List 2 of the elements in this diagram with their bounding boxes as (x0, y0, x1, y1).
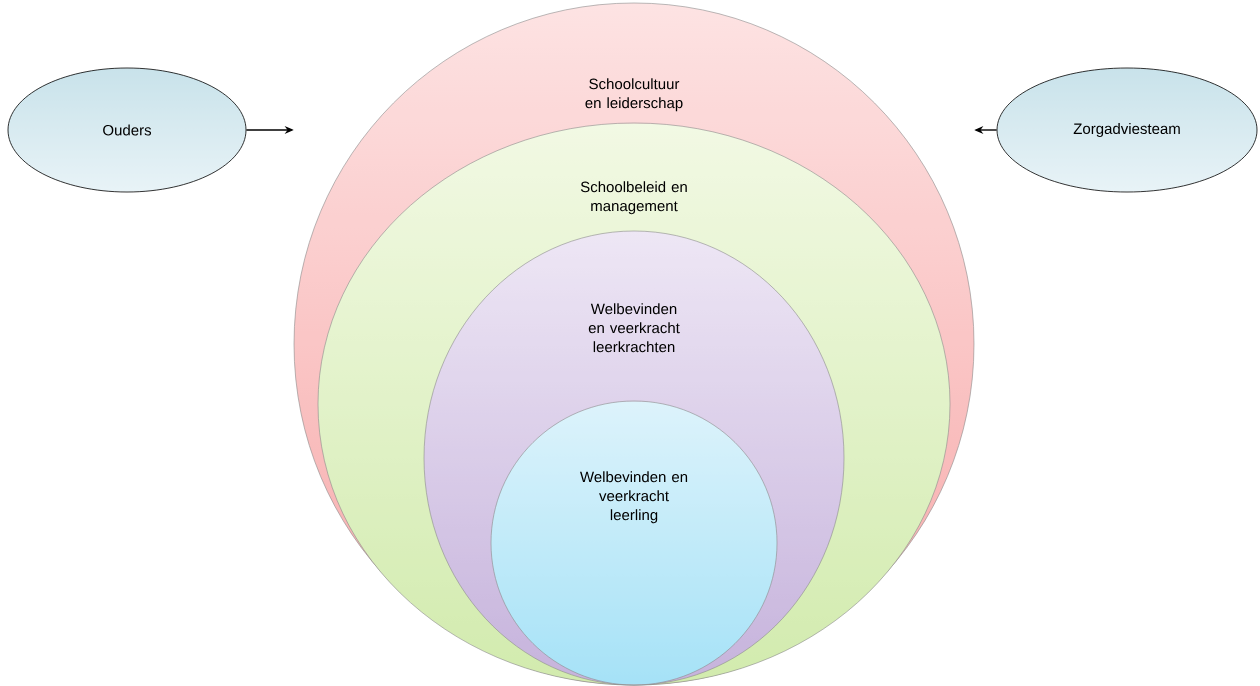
oval-box: Ouders (7, 67, 247, 193)
oval-box: Zorgadviesteam (996, 67, 1258, 193)
